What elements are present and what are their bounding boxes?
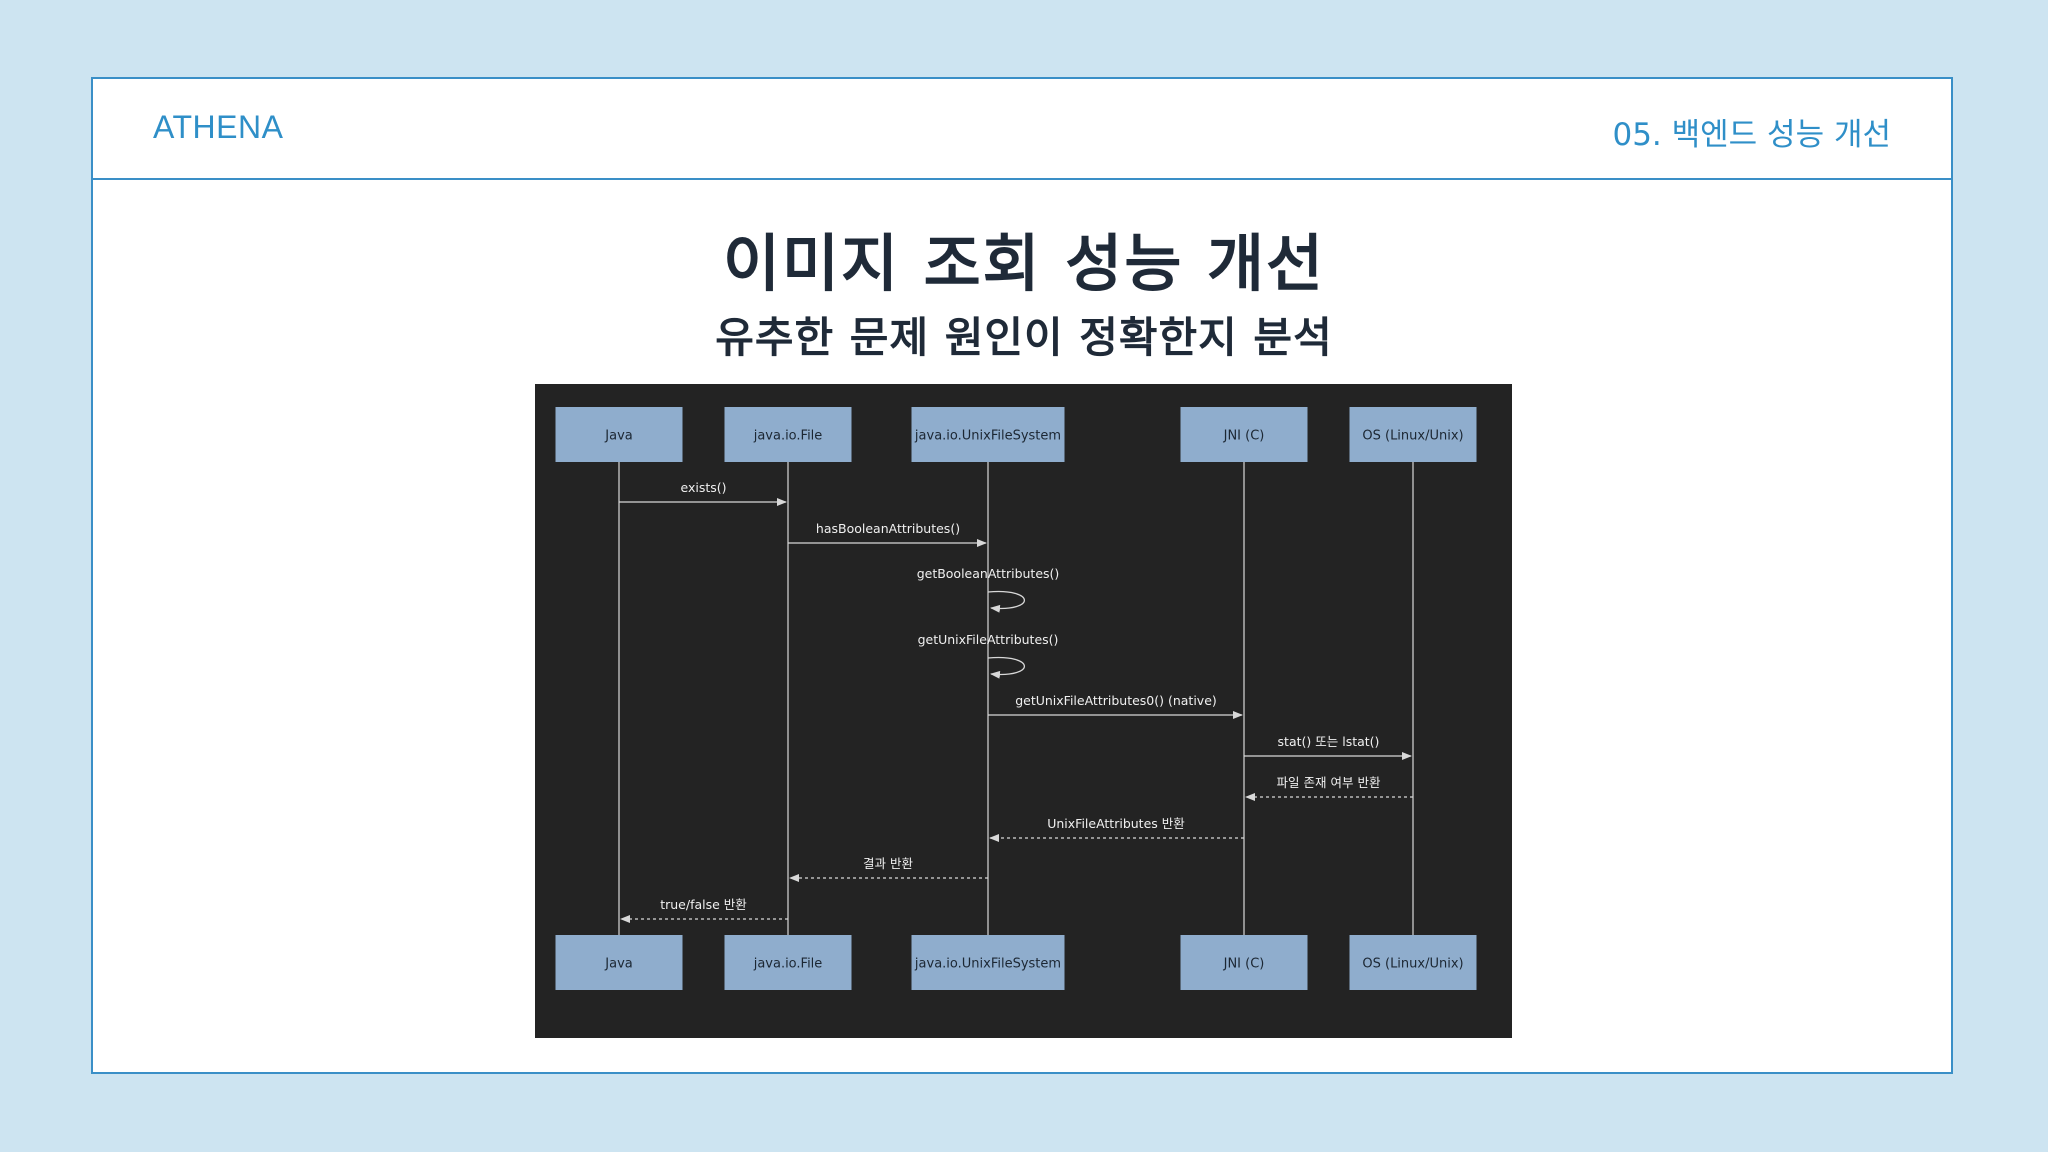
- message: 파일 존재 여부 반환: [1245, 775, 1413, 801]
- message: getUnixFileAttributes0() (native): [988, 693, 1243, 719]
- message-label: stat() 또는 lstat(): [1278, 734, 1380, 749]
- section-label: 05. 백엔드 성능 개선: [1612, 117, 1891, 153]
- self-call-arrow: [987, 656, 1025, 679]
- participant-bottom: java.io.File: [724, 935, 852, 990]
- participant-top: java.io.File: [724, 407, 852, 462]
- message-label: getBooleanAttributes(): [917, 566, 1060, 581]
- participant-box: [1349, 407, 1477, 462]
- message-label: UnixFileAttributes 반환: [1047, 816, 1185, 831]
- self-call-arrow: [987, 590, 1025, 613]
- participant-bottom: Java: [555, 935, 683, 990]
- sequence-diagram: exists() hasBooleanAttributes() getBoolean…: [535, 384, 1512, 1038]
- participant-label: java.io.UnixFileSystem: [914, 957, 1061, 972]
- message: true/false 반환: [620, 897, 788, 923]
- slide-subtitle: 유추한 문제 원인이 정확한지 분석: [715, 313, 1333, 362]
- participant-box: [1180, 407, 1308, 462]
- message: hasBooleanAttributes(): [788, 521, 987, 547]
- participant-label: java.io.File: [753, 429, 823, 444]
- brand-label: ATHENA: [153, 109, 284, 145]
- participant-label: java.io.File: [753, 957, 823, 972]
- participant-box: [724, 935, 852, 990]
- message-label: hasBooleanAttributes(): [816, 521, 960, 536]
- participant-top: java.io.UnixFileSystem: [911, 407, 1065, 462]
- participant-box: [555, 935, 683, 990]
- message-label: getUnixFileAttributes0() (native): [1015, 693, 1217, 708]
- message: UnixFileAttributes 반환: [989, 816, 1244, 842]
- sequence-diagram-svg: exists() hasBooleanAttributes() getBoolean…: [555, 407, 1477, 990]
- participant-label: java.io.UnixFileSystem: [914, 429, 1061, 444]
- participant-box: [911, 935, 1065, 990]
- message: getBooleanAttributes(): [917, 566, 1060, 613]
- message: exists(): [619, 480, 787, 506]
- participant-box: [1349, 935, 1477, 990]
- message: stat() 또는 lstat(): [1244, 734, 1412, 760]
- participant-bottom: java.io.UnixFileSystem: [911, 935, 1065, 990]
- participant-label: Java: [604, 957, 632, 972]
- slide-title: 이미지 조회 성능 개선: [722, 227, 1326, 300]
- participant-box: [724, 407, 852, 462]
- participant-bottom: JNI (C): [1180, 935, 1308, 990]
- participant-label: OS (Linux/Unix): [1362, 957, 1463, 972]
- message-label: 파일 존재 여부 반환: [1277, 775, 1381, 790]
- message: 결과 반환: [789, 856, 988, 882]
- participant-label: Java: [604, 429, 632, 444]
- message-label: true/false 반환: [660, 897, 747, 912]
- participant-top: OS (Linux/Unix): [1349, 407, 1477, 462]
- participant-bottom: OS (Linux/Unix): [1349, 935, 1477, 990]
- slide-header: ATHENA 05. 백엔드 성능 개선: [93, 79, 1951, 180]
- participant-label: JNI (C): [1223, 957, 1265, 972]
- participant-box: [555, 407, 683, 462]
- participant-top: JNI (C): [1180, 407, 1308, 462]
- message-label: exists(): [680, 480, 726, 495]
- message: getUnixFileAttributes(): [918, 632, 1059, 679]
- participant-box: [911, 407, 1065, 462]
- participant-top: Java: [555, 407, 683, 462]
- participant-label: OS (Linux/Unix): [1362, 429, 1463, 444]
- message-label: 결과 반환: [863, 856, 913, 871]
- message-label: getUnixFileAttributes(): [918, 632, 1059, 647]
- participant-label: JNI (C): [1223, 429, 1265, 444]
- participant-box: [1180, 935, 1308, 990]
